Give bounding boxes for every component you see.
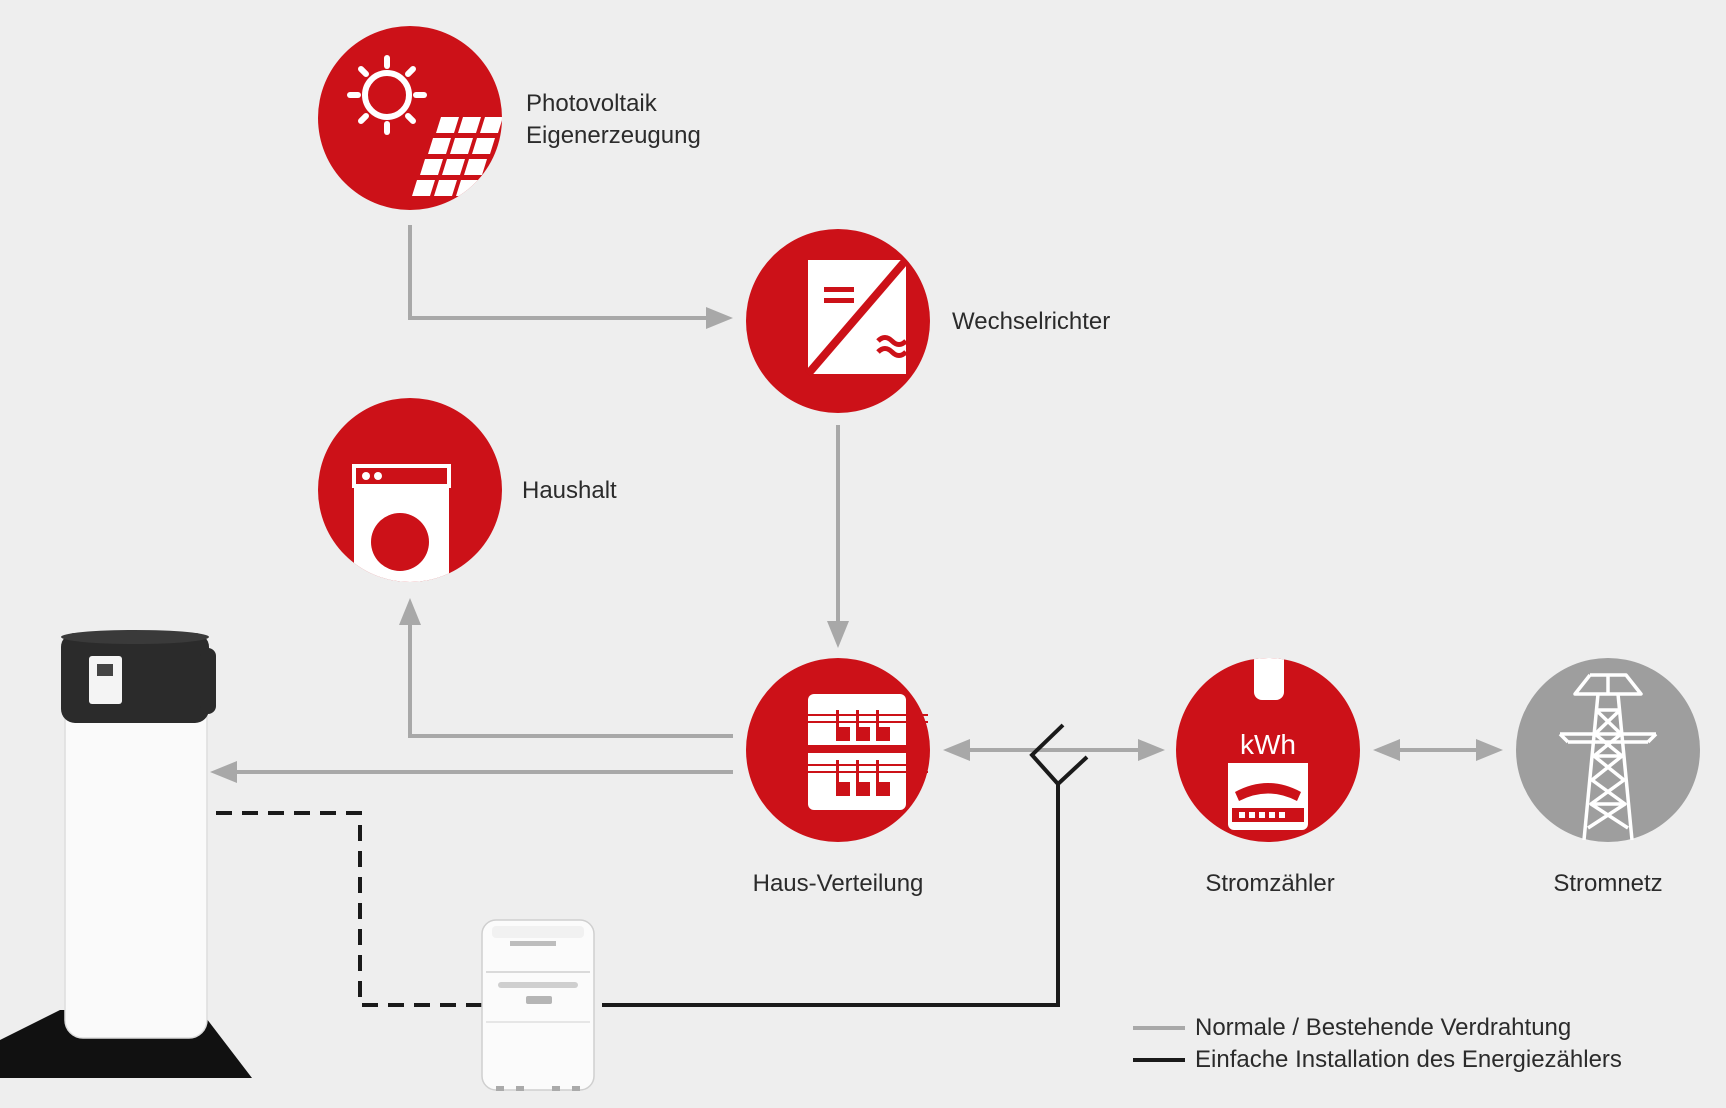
label-wechselrichter: Wechselrichter <box>952 308 1111 335</box>
power-pylon-icon <box>1558 673 1658 841</box>
node-stromnetz <box>1516 658 1700 842</box>
energy-meter-device-icon <box>481 919 595 1091</box>
wire-device-to-heatpump <box>210 811 482 1007</box>
energy-meter-wiring <box>210 723 1089 1007</box>
node-photovoltaik <box>318 26 502 210</box>
sun-solar-panel-icon <box>347 55 502 196</box>
label-haus-verteilung: Haus-Verteilung <box>752 870 924 897</box>
heat-pump-water-heater-icon <box>0 630 252 1078</box>
current-clamp <box>1029 723 1089 787</box>
node-stromzaehler: kWh <box>1176 658 1360 842</box>
arrowhead-distribution-left <box>943 739 970 761</box>
label-photovoltaik-line1: Photovoltaik <box>526 90 657 117</box>
arrowhead-grid <box>1476 739 1503 761</box>
electricity-meter-icon: kWh <box>1225 658 1311 830</box>
node-haus-verteilung <box>746 658 930 842</box>
washing-machine-icon <box>352 464 451 582</box>
legend-item-new: Einfache Installation des Energiezählers <box>1133 1046 1622 1074</box>
label-stromnetz: Stromnetz <box>1553 870 1663 897</box>
legend-label-new: Einfache Installation des Energiezählers <box>1195 1046 1622 1073</box>
legend-swatch-grey <box>1133 1026 1185 1030</box>
wire-distribution-to-household <box>408 624 733 738</box>
node-wechselrichter <box>746 229 930 413</box>
arrowhead-inverter <box>706 307 733 329</box>
arrowhead-distribution <box>827 621 849 648</box>
arrowhead-heatpump <box>210 761 237 783</box>
label-stromzaehler: Stromzähler <box>1205 870 1335 897</box>
arrowhead-meter <box>1138 739 1165 761</box>
wire-clamp-to-device <box>602 784 1060 1007</box>
distribution-board-icon <box>808 694 928 810</box>
wire-pv-to-inverter <box>408 225 710 320</box>
inverter-icon <box>804 257 910 377</box>
legend-label-existing: Normale / Bestehende Verdrahtung <box>1195 1014 1572 1041</box>
node-haushalt <box>318 398 502 582</box>
legend-swatch-black <box>1133 1058 1185 1062</box>
existing-wiring <box>210 225 1503 783</box>
label-photovoltaik: Photovoltaik Eigenerzeugung <box>526 88 701 152</box>
arrowhead-meter-left <box>1373 739 1400 761</box>
label-haushalt: Haushalt <box>522 477 617 504</box>
label-photovoltaik-line2: Eigenerzeugung <box>526 122 701 149</box>
arrowhead-household <box>399 598 421 625</box>
legend-item-existing: Normale / Bestehende Verdrahtung <box>1133 1014 1571 1042</box>
meter-unit-text: kWh <box>1240 729 1296 760</box>
